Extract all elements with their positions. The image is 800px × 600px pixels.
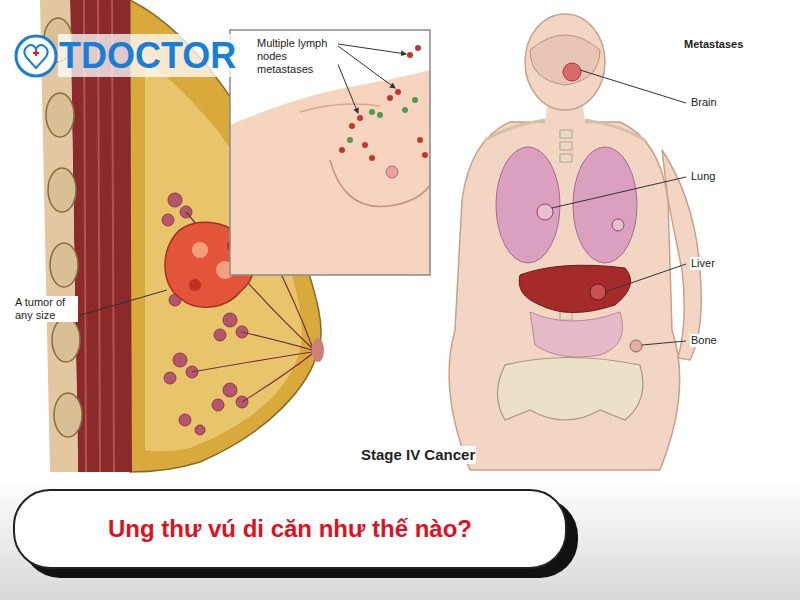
chest-inset (230, 30, 430, 275)
caption-ground (0, 478, 800, 600)
stage-title: Stage IV Cancer (360, 446, 476, 464)
caption-text: Ung thư vú di căn như thế nào? (30, 515, 550, 544)
caption-pill (14, 490, 566, 568)
organ-label: Liver (690, 257, 716, 270)
callout-label: Multiple lymph nodes metastases (256, 37, 338, 77)
callout-label: A tumor of any size (14, 296, 78, 322)
organ-label: Brain (690, 96, 718, 109)
organ-label: Bone (690, 334, 718, 347)
logo-icon (16, 36, 56, 76)
section-heading: Metastases (683, 38, 744, 51)
logo-text: TDOCTOR (58, 34, 237, 77)
body-figure (70, 14, 701, 470)
organ-label: Lung (690, 170, 716, 183)
